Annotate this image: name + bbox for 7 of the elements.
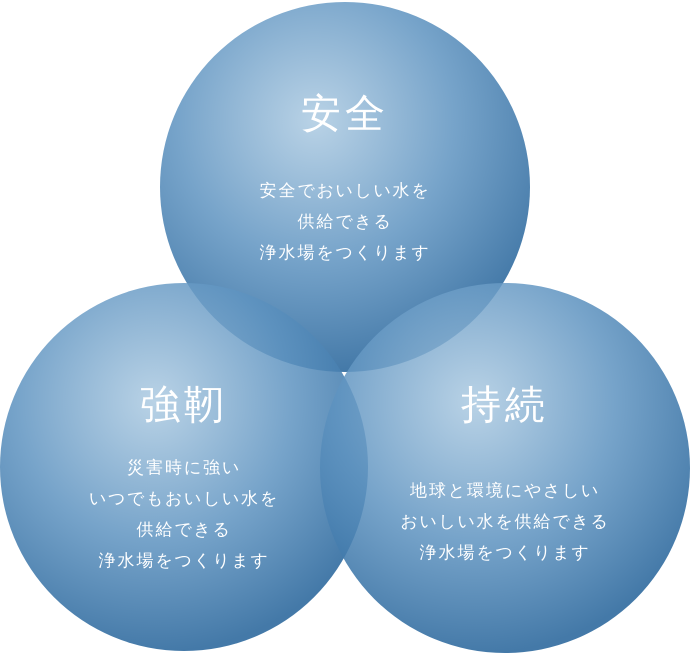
heading: 安全 [301,90,389,138]
body-text: 安全でおいしい水を供給できる浄水場をつくります [260,180,430,265]
body-text: 地球と環境にやさしいおいしい水を供給できる浄水場をつくります [400,480,610,565]
body-text: 災害時に強いいつでもおいしい水を供給できる浄水場をつくります [89,457,279,573]
heading: 持続 [461,381,549,429]
heading: 強靭 [140,381,228,429]
circle [320,283,690,653]
